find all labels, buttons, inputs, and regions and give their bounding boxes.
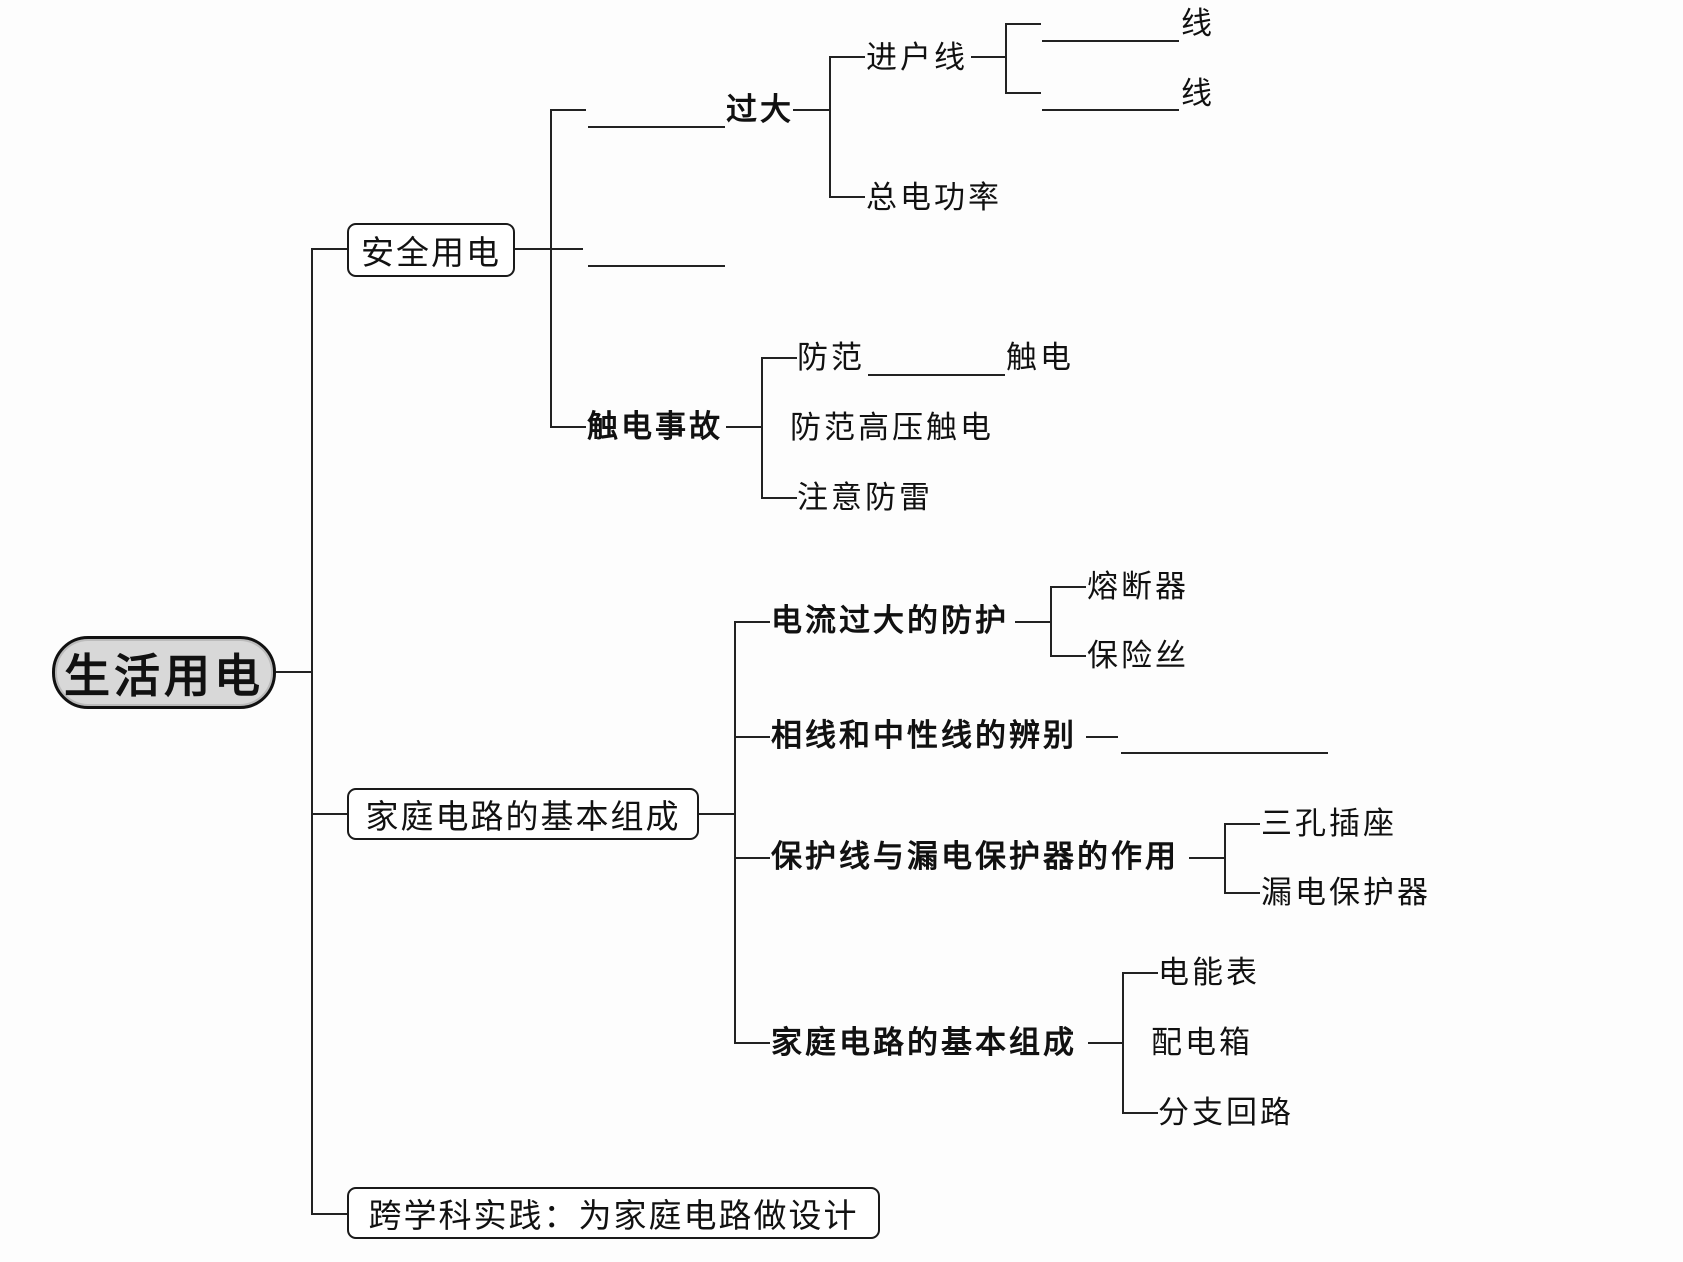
total-power-label: 总电功率	[866, 180, 1002, 216]
connector-line	[1122, 1112, 1158, 1114]
connector-line	[1224, 823, 1260, 825]
safety-bracket-line	[550, 109, 552, 427]
connector-line	[761, 357, 797, 359]
distribution-box-label: 配电箱	[1151, 1025, 1253, 1061]
branch-safety: 安全用电	[347, 223, 515, 277]
household-bracket-line	[734, 621, 736, 1043]
connector-line	[515, 248, 583, 250]
branch-household: 家庭电路的基本组成	[347, 788, 699, 840]
connector-line	[971, 56, 1005, 58]
prevent-high-label: 防范高压触电	[790, 410, 994, 446]
connector-line	[1086, 736, 1118, 738]
connector-line	[1122, 972, 1158, 974]
trunk-line	[311, 248, 313, 1215]
fuse-wire-label: 保险丝	[1087, 638, 1189, 674]
protection-bracket	[1050, 586, 1052, 656]
prevent-low-prefix: 防范	[797, 340, 865, 376]
connector-line	[734, 621, 770, 623]
connector-line	[726, 426, 762, 428]
branch-household-label: 家庭电路的基本组成	[365, 797, 681, 836]
prevent-low-suffix: 触电	[1006, 340, 1074, 376]
basic-composition-label: 家庭电路的基本组成	[771, 1025, 1077, 1061]
connector-line	[734, 736, 770, 738]
connector-line	[699, 813, 735, 815]
connector-line	[276, 671, 312, 673]
connector-line	[734, 1042, 770, 1044]
wire-suffix: 线	[1181, 76, 1215, 112]
composition-bracket	[1122, 972, 1124, 1113]
answer-blank[interactable]	[1042, 40, 1179, 42]
connector-line	[1189, 857, 1225, 859]
connector-line	[1005, 23, 1041, 25]
connector-line	[829, 196, 865, 198]
connector-line	[734, 857, 770, 859]
branch-practice-label: 跨学科实践：为家庭电路做设计	[368, 1196, 859, 1235]
ground-leakage-bracket	[1224, 823, 1226, 893]
answer-blank[interactable]	[588, 265, 725, 267]
answer-blank[interactable]	[1042, 109, 1179, 111]
branch-practice: 跨学科实践：为家庭电路做设计	[347, 1187, 880, 1239]
three-hole-socket-label: 三孔插座	[1261, 806, 1397, 842]
connector-line	[311, 248, 347, 250]
lightning-label: 注意防雷	[797, 480, 933, 516]
fuse-label: 熔断器	[1087, 569, 1189, 605]
shock-label: 触电事故	[587, 409, 723, 445]
connector-line	[550, 426, 586, 428]
connector-line	[550, 109, 586, 111]
overcurrent-protection-label: 电流过大的防护	[771, 603, 1009, 639]
service-line-bracket	[1005, 23, 1007, 93]
connector-line	[829, 56, 865, 58]
connector-line	[1224, 892, 1260, 894]
root-node: 生活用电	[52, 636, 276, 709]
connector-line	[1050, 655, 1086, 657]
answer-blank[interactable]	[868, 374, 1005, 376]
ground-leakage-label: 保护线与漏电保护器的作用	[771, 839, 1179, 875]
answer-blank[interactable]	[588, 126, 725, 128]
service-line-label: 进户线	[866, 40, 968, 76]
connector-line	[1050, 586, 1086, 588]
branch-circuit-label: 分支回路	[1158, 1095, 1294, 1131]
connector-line	[1088, 1042, 1124, 1044]
connector-line	[761, 497, 797, 499]
connector-line	[311, 813, 347, 815]
energy-meter-label: 电能表	[1158, 955, 1260, 991]
connector-line	[793, 109, 829, 111]
leakage-protector-label: 漏电保护器	[1261, 875, 1431, 911]
wire-suffix: 线	[1181, 6, 1215, 42]
connector-line	[1005, 92, 1041, 94]
overcurrent-bracket-line	[829, 56, 831, 197]
shock-bracket-line	[761, 357, 763, 498]
answer-blank[interactable]	[1121, 752, 1328, 754]
wire-identification-label: 相线和中性线的辨别	[771, 718, 1077, 754]
root-label: 生活用电	[64, 648, 264, 703]
branch-safety-label: 安全用电	[361, 233, 501, 272]
connector-line	[1015, 621, 1051, 623]
overcurrent-label: 过大	[726, 92, 794, 128]
connector-line	[311, 1213, 347, 1215]
